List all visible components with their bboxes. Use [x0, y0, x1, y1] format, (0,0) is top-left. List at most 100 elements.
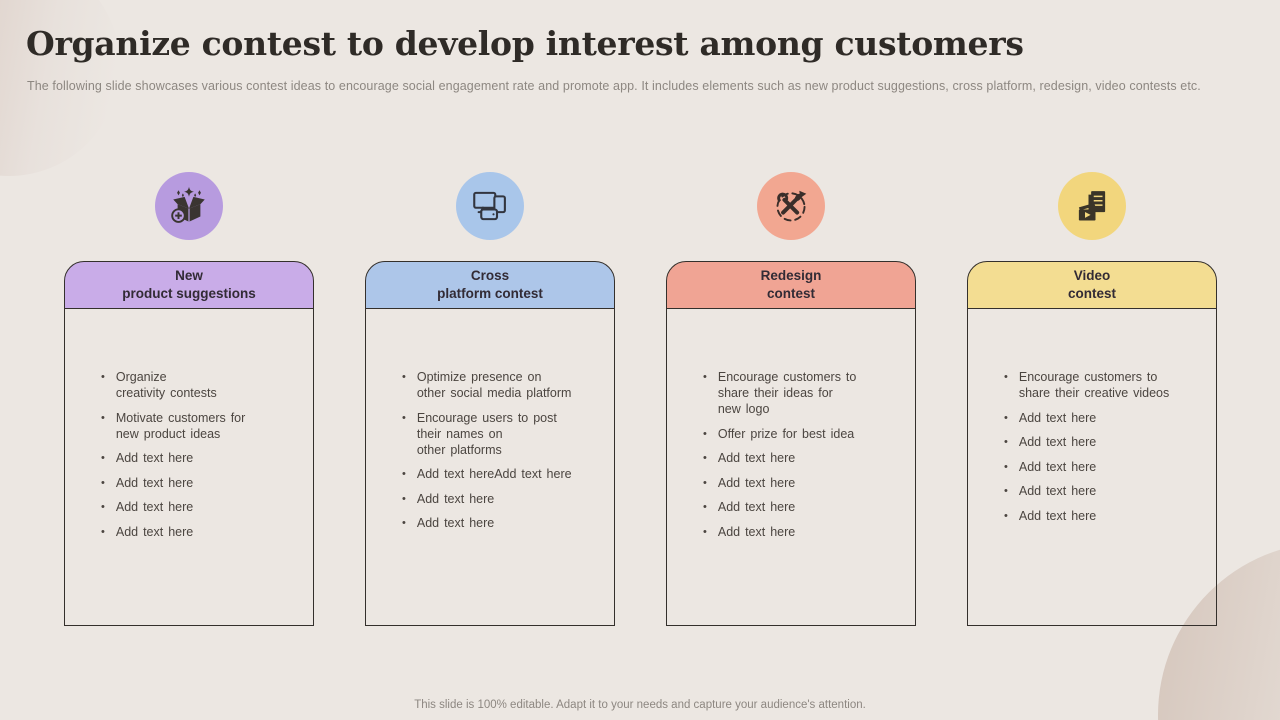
bullet-text: Add text here — [1018, 508, 1097, 523]
list-item[interactable]: • Encourage customers to share their crea… — [1004, 369, 1198, 401]
bullet-icon: • — [101, 501, 105, 513]
card-header[interactable]: New product suggestions — [64, 261, 314, 309]
bullet-text: Add text here — [115, 475, 194, 490]
bullet-text: Add text here — [1018, 459, 1097, 474]
bullet-text: Add text here — [115, 451, 194, 465]
bullet-text: Add text here — [115, 524, 194, 539]
list-item[interactable]: • Add text hereAdd text here — [402, 466, 596, 482]
list-item[interactable]: • Organize creativity contests — [101, 369, 295, 401]
bullet-text: Add text here — [115, 500, 194, 514]
column-redesign-contest: Redesign contest • Encourage customers to… — [666, 172, 916, 626]
bullet-text: Optimize presence on other social media … — [416, 370, 572, 400]
list-item[interactable]: • Add text here — [402, 515, 596, 531]
list-item[interactable]: • Encourage customers to share their idea… — [703, 369, 897, 417]
list-item[interactable]: • Add text here — [1004, 508, 1198, 524]
card-header[interactable]: Cross platform contest — [365, 261, 615, 309]
bullet-list: • Optimize presence on other social media… — [402, 369, 596, 531]
bullet-text: Organize creativity contests — [115, 370, 217, 400]
bullet-text: Add text here — [416, 491, 495, 506]
bullet-icon: • — [1004, 411, 1008, 424]
bullet-icon: • — [101, 411, 105, 424]
bullet-text: Add text here — [717, 475, 796, 490]
gift-box-sparkle-icon — [171, 186, 205, 223]
bullet-text: Encourage customers to share their ideas… — [717, 370, 857, 416]
bullet-icon: • — [101, 371, 105, 383]
card-body: • Optimize presence on other social media… — [365, 309, 615, 626]
list-item[interactable]: • Add text here — [1004, 459, 1198, 475]
bullet-text: Encourage customers to share their creat… — [1018, 370, 1170, 400]
bullet-icon: • — [402, 517, 406, 529]
cross-platform-card: Cross platform contest • Optimize presenc… — [365, 261, 615, 626]
bullet-text: Motivate customers for new product ideas — [115, 410, 246, 441]
tools-refresh-icon — [776, 190, 807, 222]
bullet-icon: • — [101, 476, 105, 489]
list-item[interactable]: • Offer prize for best idea — [703, 426, 897, 442]
card-body: • Organize creativity contests • Motivate … — [64, 309, 314, 626]
list-item[interactable]: •Add text here — [1004, 434, 1198, 450]
list-item[interactable]: • Encourage users to post their names on … — [402, 410, 596, 458]
bullet-text: Offer prize for best idea — [717, 426, 855, 441]
bullet-list: • Encourage customers to share their idea… — [703, 369, 897, 540]
page-subtitle: The following slide showcases various co… — [27, 79, 1201, 93]
footer-note: This slide is 100% editable. Adapt it to… — [414, 699, 866, 711]
bullet-icon: • — [703, 476, 707, 489]
bullet-icon: • — [1004, 509, 1008, 522]
bullet-text: Add text here — [717, 500, 796, 514]
column-cross-platform-contest: Cross platform contest • Optimize presenc… — [365, 172, 615, 626]
bullet-icon: • — [402, 411, 406, 424]
bullet-list: • Organize creativity contests • Motivate … — [101, 369, 295, 540]
bullet-icon: • — [402, 492, 406, 505]
list-item[interactable]: • Add text here — [101, 475, 295, 491]
bullet-text: Add text here — [1018, 435, 1097, 449]
bullet-icon: • — [402, 371, 406, 383]
list-item[interactable]: • Add text here — [1004, 483, 1198, 499]
bullet-icon: • — [402, 468, 406, 480]
bullet-icon: • — [703, 371, 707, 383]
list-item[interactable]: • Add text here — [101, 524, 295, 540]
list-item[interactable]: • Add text here — [703, 475, 897, 491]
video-card: Video contest • Encourage customers to sh… — [967, 261, 1217, 626]
column-video-contest: Video contest • Encourage customers to sh… — [967, 172, 1217, 626]
bullet-text: Add text here — [1018, 484, 1097, 498]
contest-columns: New product suggestions • Organize creati… — [64, 172, 1217, 626]
bullet-icon: • — [1004, 460, 1008, 473]
bullet-text: Add text hereAdd text here — [416, 467, 572, 481]
bullet-icon: • — [1004, 371, 1008, 383]
redesign-card: Redesign contest • Encourage customers to… — [666, 261, 916, 626]
bullet-text: Add text here — [717, 524, 796, 539]
page-title: Organize contest to develop interest amo… — [26, 24, 1024, 63]
list-item[interactable]: • Optimize presence on other social media… — [402, 369, 596, 401]
clapperboard-document-icon — [1078, 191, 1106, 221]
list-item[interactable]: • Add text here — [402, 491, 596, 507]
bullet-text: Add text here — [1018, 410, 1097, 425]
new-product-icon-badge — [155, 172, 223, 240]
list-item[interactable]: • Add text here — [101, 499, 295, 515]
bullet-icon: • — [1004, 485, 1008, 497]
list-item[interactable]: • Add text here — [101, 450, 295, 466]
list-item[interactable]: • Add text here — [703, 499, 897, 515]
bullet-text: Add text here — [416, 516, 495, 530]
multi-device-icon — [473, 191, 506, 221]
redesign-icon-badge — [757, 172, 825, 240]
list-item[interactable]: • Add text here — [1004, 410, 1198, 426]
bullet-text: Encourage users to post their names on o… — [416, 410, 557, 457]
bullet-icon: • — [101, 452, 105, 464]
bullet-icon: • — [703, 525, 707, 538]
bullet-list: • Encourage customers to share their crea… — [1004, 369, 1198, 524]
new-product-card: New product suggestions • Organize creati… — [64, 261, 314, 626]
list-item[interactable]: • Add text here — [703, 450, 897, 466]
bullet-icon: • — [703, 501, 707, 513]
cross-platform-icon-badge — [456, 172, 524, 240]
bullet-icon: • — [703, 427, 707, 440]
card-body: • Encourage customers to share their crea… — [967, 309, 1217, 626]
column-new-product-suggestions: New product suggestions • Organize creati… — [64, 172, 314, 626]
video-icon-badge — [1058, 172, 1126, 240]
bullet-icon: • — [101, 525, 105, 538]
list-item[interactable]: • Add text here — [703, 524, 897, 540]
list-item[interactable]: • Motivate customers for new product idea… — [101, 410, 295, 442]
card-header[interactable]: Redesign contest — [666, 261, 916, 309]
card-header[interactable]: Video contest — [967, 261, 1217, 309]
bullet-text: Add text here — [717, 451, 796, 465]
bullet-icon: • — [703, 452, 707, 464]
card-body: • Encourage customers to share their idea… — [666, 309, 916, 626]
